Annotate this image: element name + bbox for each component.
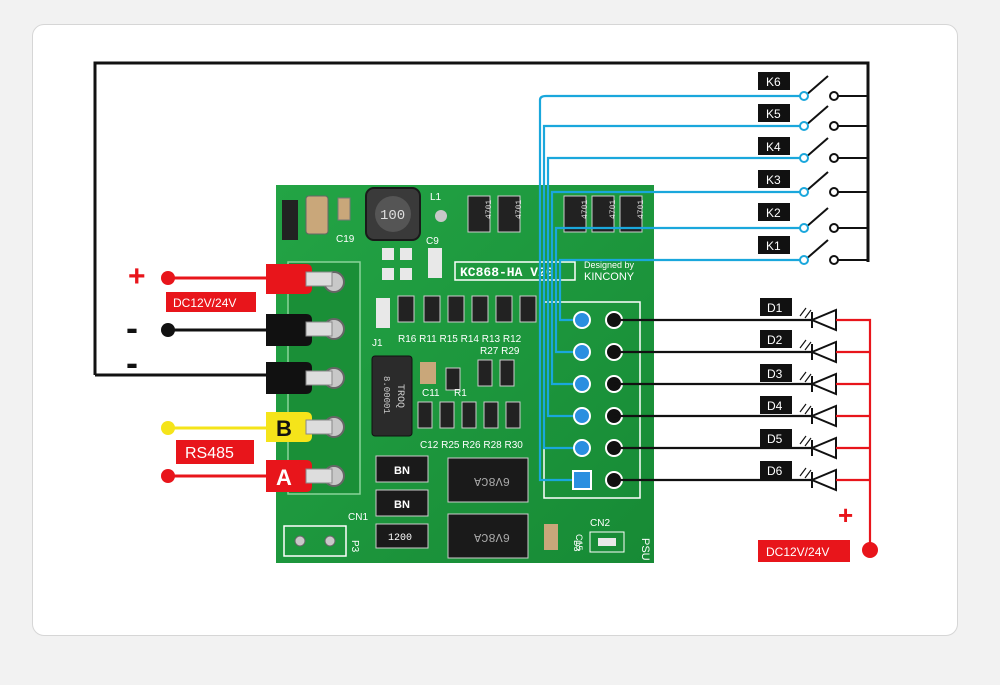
smd-pads xyxy=(382,248,442,280)
power-plus-symbol: + xyxy=(128,260,146,293)
led-label-d2: D2 xyxy=(767,333,783,347)
led-power-plus: + xyxy=(838,500,853,530)
led-power-terminal xyxy=(862,542,878,558)
switch-contacts-left xyxy=(799,91,809,265)
switch-label-k4: K4 xyxy=(766,140,781,154)
diode-top-left xyxy=(282,200,298,240)
switch-label-k5: K5 xyxy=(766,107,781,121)
rs485-b-terminal xyxy=(161,421,175,435)
cap-c9-label: C9 xyxy=(426,236,439,247)
res-label-2: 4701 xyxy=(515,200,524,219)
module-chip xyxy=(371,355,413,437)
switch-wires xyxy=(538,94,800,482)
cap-c19-label: C19 xyxy=(336,234,355,245)
chip-bn-1 xyxy=(375,455,429,483)
rs485-label: RS485 xyxy=(185,445,234,462)
cap-c19-body xyxy=(305,195,329,235)
brand: KINCONY xyxy=(584,271,635,283)
connector-cn1: CN1 xyxy=(348,512,368,523)
led-label-d3: D3 xyxy=(767,367,783,381)
pcb-board: C19 100 L1 C9 4701 4701 4701 4701 4701 K… xyxy=(276,185,654,563)
switch-label-k6: K6 xyxy=(766,75,781,89)
cap-c15-label: C15 xyxy=(574,534,584,551)
rs485-b-label: B xyxy=(276,416,292,441)
led-power-label-box xyxy=(758,540,850,562)
ground-loop-wire xyxy=(93,61,870,375)
switch-symbols xyxy=(804,75,868,261)
res-label-1: 4701 xyxy=(485,200,494,219)
refs-row2: R27 R29 xyxy=(480,346,520,357)
connector-cn2: CN2 xyxy=(590,518,610,529)
chip-1200-label: 1200 xyxy=(388,533,412,544)
power-voltage-label: DC12V/24V xyxy=(173,296,236,310)
tvs-diode-1-label: 6V8CA xyxy=(473,474,510,488)
led-labels: D1 D2 D3 D4 D5 D6 xyxy=(760,298,792,479)
ground-minus-symbol: - xyxy=(126,342,138,383)
ref-j1: J1 xyxy=(372,338,383,349)
switch-label-k2: K2 xyxy=(766,206,781,220)
led-label-d1: D1 xyxy=(767,301,783,315)
power-minus-symbol: - xyxy=(126,307,138,348)
module-bottom-text: 8.00001 xyxy=(381,376,391,414)
refs-row1: R16 R11 R15 R14 R13 R12 xyxy=(398,334,522,345)
led-label-d4: D4 xyxy=(767,399,783,413)
psu-label: PSU xyxy=(639,538,651,561)
led-diode-symbols xyxy=(809,308,837,492)
inductor-label: 100 xyxy=(380,208,405,224)
refs-row3: C12 R25 R26 R28 R30 xyxy=(420,440,523,451)
res-label-3: 4701 xyxy=(581,200,590,219)
switch-contacts-right xyxy=(829,91,839,265)
power-plus-terminal xyxy=(161,271,175,285)
power-minus-terminal xyxy=(161,323,175,337)
led-label-d5: D5 xyxy=(767,432,783,446)
rs485-a-terminal xyxy=(161,469,175,483)
ref-r1: R1 xyxy=(454,388,467,399)
resistor-row-mid xyxy=(376,295,537,328)
rs485-label-box xyxy=(176,440,254,464)
led-power-voltage: DC12V/24V xyxy=(766,545,829,559)
designed-by: Designed by xyxy=(584,260,635,270)
power-voltage-box xyxy=(166,292,256,312)
cap-small xyxy=(337,197,351,221)
chip-bn-2 xyxy=(375,489,429,517)
mid-components xyxy=(417,359,521,429)
board-model: KC868-HA V20 xyxy=(460,265,554,280)
res-label-5: 4701 xyxy=(637,200,646,219)
resistor-row-top xyxy=(467,195,643,233)
led-power-rail xyxy=(836,318,872,548)
cap-c11-label: C11 xyxy=(422,388,440,399)
module-top-text: TROQ xyxy=(394,384,405,408)
rs485-a-label: A xyxy=(276,465,292,490)
ref-l1: L1 xyxy=(430,192,442,203)
switch-labels: K6 K5 K4 K3 K2 K1 xyxy=(758,72,790,254)
wire-ferrules xyxy=(266,264,333,492)
switch-label-k3: K3 xyxy=(766,173,781,187)
chip-bn-1-label: BN xyxy=(394,465,410,477)
tvs-diode-1 xyxy=(447,457,529,503)
chip-bn-2-label: BN xyxy=(394,499,410,511)
header-pins-blue xyxy=(572,311,592,490)
res-label-4: 4701 xyxy=(609,200,618,219)
ref-d3: D3 xyxy=(572,540,582,552)
tvs-diode-2 xyxy=(447,513,529,559)
led-label-d6: D6 xyxy=(767,464,783,478)
led-wires xyxy=(614,318,812,482)
switch-label-k1: K1 xyxy=(766,239,781,253)
tvs-diode-2-label: 6V8CA xyxy=(473,530,510,544)
connector-p3: P3 xyxy=(349,540,360,553)
chip-1200 xyxy=(375,523,429,549)
led-emission-arrows xyxy=(799,307,812,479)
